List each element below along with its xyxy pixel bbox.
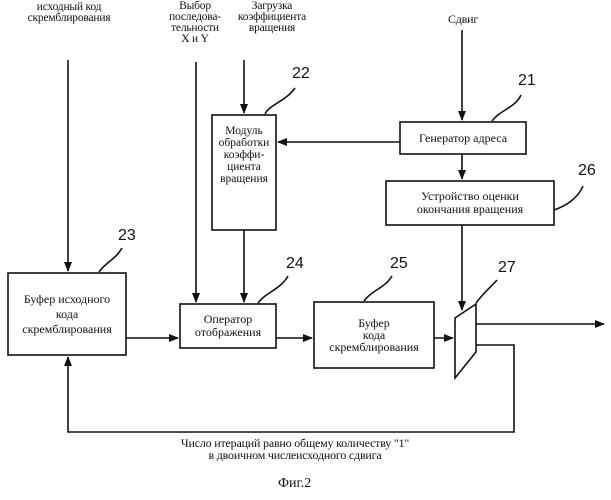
code-buffer-label: Буфер кода скремблирования <box>314 302 434 368</box>
rotation-end-label: Устройство оценки окончания вращения <box>386 181 554 225</box>
feedback-note: Число итераций равно общему количеству "… <box>110 437 480 461</box>
figure-caption: Фиг.2 <box>278 476 311 492</box>
feedback-loop <box>68 345 514 432</box>
ref-24: 24 <box>286 256 304 272</box>
label-source-code: исходный код скремблирования <box>2 2 136 24</box>
ref-25: 25 <box>390 256 408 272</box>
ref-21: 21 <box>518 73 536 89</box>
source-buffer-label: Буфер исходного кода скремблирования <box>8 273 126 355</box>
leader-22 <box>265 88 295 114</box>
leader-26 <box>554 186 583 210</box>
leader-24 <box>258 276 288 303</box>
ref-26: 26 <box>578 163 596 179</box>
ref-27: 27 <box>498 260 516 276</box>
leader-23 <box>99 248 122 272</box>
ref-23: 23 <box>118 228 136 244</box>
address-generator-label: Генератор адреса <box>400 122 526 154</box>
leader-27 <box>476 280 497 303</box>
leader-21 <box>492 95 521 121</box>
coeff-module-label: Модуль обработки коэффи- циента вращения <box>212 115 276 195</box>
label-coeff-load: Загрузка коэффициента вращения <box>224 1 320 34</box>
label-shift: Сдвиг <box>436 14 490 25</box>
mapping-operator-label: Оператор отображения <box>180 304 276 348</box>
leader-25 <box>364 276 392 301</box>
label-sequence-select: Выбор последова- тельности X и Y <box>160 1 230 45</box>
ref-22: 22 <box>292 66 310 82</box>
multiplexer-27 <box>455 304 476 378</box>
